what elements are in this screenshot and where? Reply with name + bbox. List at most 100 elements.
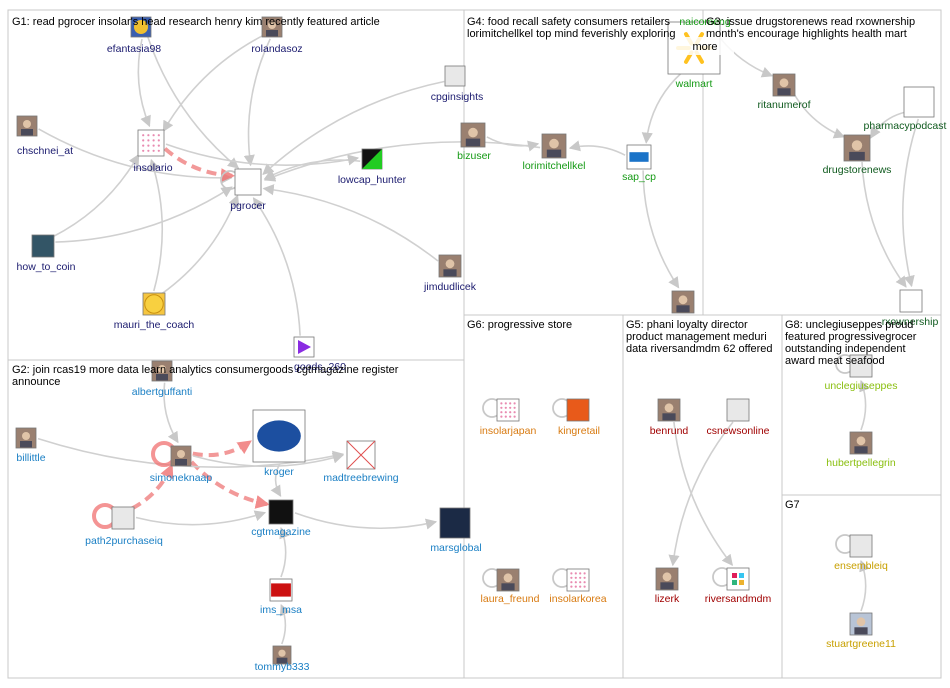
- node-billittle[interactable]: billittle: [15, 427, 46, 464]
- node-label-insolario: insolario: [133, 162, 172, 174]
- grid-logo-dot: [152, 134, 155, 137]
- node-how_to_coin[interactable]: how_to_coin: [17, 234, 76, 273]
- smiley-face-shape: [144, 294, 164, 314]
- node-ensembleiq[interactable]: ensembleiq: [834, 534, 888, 572]
- node-pharmacypodcast[interactable]: pharmacypodcast: [864, 86, 947, 132]
- node-chschnei_at[interactable]: chschnei_at: [16, 115, 73, 157]
- grid-logo-dot: [504, 415, 507, 418]
- edge-path2purchaseiq-to-simoneknaap: [130, 463, 174, 511]
- node-lizerk[interactable]: lizerk: [655, 567, 680, 605]
- portrait-head-shape: [662, 572, 672, 582]
- node-path2purchaseiq[interactable]: path2purchaseiq: [85, 506, 163, 547]
- grid-logo-dot: [574, 585, 577, 588]
- grid-logo-dot: [583, 576, 586, 579]
- avatar-podcast-logo-icon: [903, 86, 935, 118]
- node-hubertpellegrin[interactable]: hubertpellegrin: [826, 431, 896, 469]
- node-simoneknaap[interactable]: simoneknaap: [150, 445, 213, 484]
- portrait-head-shape: [549, 138, 559, 149]
- avatar-grid-logo-icon: [566, 568, 590, 592]
- edge-stuartgreene11-to-ensembleiq: [859, 559, 870, 612]
- node-rxownership[interactable]: rxownership: [882, 289, 939, 328]
- grid-logo-dot: [570, 572, 573, 575]
- edge-simoneknaap-to-madtreebrewing: [192, 452, 345, 468]
- grid-logo-dot: [509, 406, 512, 409]
- portrait-head-shape: [177, 450, 185, 458]
- node-stuartgreene11[interactable]: stuartgreene11: [826, 612, 896, 650]
- node-label-walmart: walmart: [675, 78, 713, 90]
- edge-pharmacypodcast-to-rxownership: [901, 118, 920, 288]
- portrait-body-shape: [276, 657, 288, 664]
- portrait-head-shape: [23, 120, 31, 128]
- group-box-g8: [781, 314, 942, 496]
- portrait-head-shape: [278, 649, 286, 657]
- portrait-head-shape: [268, 21, 276, 29]
- node-albertguffanti[interactable]: albertguffanti: [132, 360, 193, 398]
- node-rolandasoz[interactable]: rolandasoz: [251, 16, 303, 55]
- edge-ims_msa-to-cgtmagazine: [279, 526, 290, 578]
- grid-logo-dot: [579, 585, 582, 588]
- group-box-g5: [622, 314, 783, 679]
- more-overlay-label[interactable]: more: [692, 41, 717, 53]
- node-cpginsights[interactable]: cpginsights: [431, 65, 484, 103]
- node-tommyb333[interactable]: tommyb333: [255, 645, 310, 673]
- node-lorimitchellkel[interactable]: lorimitchellkel: [522, 133, 586, 172]
- node-madtreebrewing[interactable]: madtreebrewing: [323, 440, 399, 484]
- avatar-cgt-logo-icon: [268, 499, 294, 525]
- node-sap_cp[interactable]: sap_cp: [622, 144, 656, 183]
- edge-insolario-to-lowcap_hunter: [165, 143, 360, 166]
- node-benrund[interactable]: benrund: [650, 398, 689, 437]
- edge-walmart-to-sap_cp: [641, 72, 682, 144]
- node-g4bottom[interactable]: [671, 290, 695, 314]
- node-jimdudlicek[interactable]: jimdudlicek: [423, 254, 477, 293]
- node-cgtmagazine[interactable]: cgtmagazine: [251, 499, 311, 538]
- edge-ritanumerof-to-drugstorenews: [793, 93, 846, 139]
- node-bizuser[interactable]: bizuser: [457, 122, 491, 162]
- portrait-body-shape: [21, 129, 33, 136]
- node-efantasia98[interactable]: efantasia98: [107, 16, 161, 55]
- grid-logo-dot: [574, 576, 577, 579]
- node-label-pharmacypodcast: pharmacypodcast: [864, 120, 947, 132]
- edge-sap_cp-to-lorimitchellkel: [568, 140, 626, 156]
- node-label-marsglobal: marsglobal: [430, 542, 481, 554]
- node-kingretail[interactable]: kingretail: [558, 398, 600, 437]
- node-mauri_the_coach[interactable]: mauri_the_coach: [114, 292, 195, 331]
- node-pgrocer[interactable]: pgrocer: [230, 168, 266, 212]
- portrait-head-shape: [158, 365, 166, 373]
- node-insolarkorea[interactable]: insolarkorea: [549, 568, 607, 605]
- avatar-logo-icon: [849, 354, 873, 378]
- portrait-body-shape: [777, 88, 791, 96]
- group-title-g6: G6: progressive store: [467, 319, 572, 331]
- node-insolarjapan[interactable]: insolarjapan: [480, 398, 537, 437]
- grid-logo-dot: [157, 144, 160, 147]
- node-lowcap_hunter[interactable]: lowcap_hunter: [338, 148, 407, 186]
- node-laura_freund[interactable]: laura_freund: [481, 568, 540, 605]
- portrait-body-shape: [501, 583, 515, 591]
- node-riversandmdm[interactable]: riversandmdm: [705, 567, 772, 605]
- node-label-jimdudlicek: jimdudlicek: [423, 281, 477, 293]
- more-overlay[interactable]: more: [676, 37, 734, 55]
- node-csnewsonline[interactable]: csnewsonline: [706, 398, 770, 437]
- grid-logo-dot: [583, 585, 586, 588]
- avatar-mars-logo-icon: [439, 507, 471, 539]
- node-unclegiuseppes[interactable]: unclegiuseppes: [825, 354, 898, 392]
- edge-efantasia98-to-insolario: [137, 38, 151, 128]
- portrait-head-shape: [779, 78, 789, 88]
- node-label-lowcap_hunter: lowcap_hunter: [338, 174, 407, 186]
- node-marsglobal[interactable]: marsglobal: [430, 507, 482, 554]
- portrait-body-shape: [849, 151, 865, 161]
- node-label-path2purchaseiq: path2purchaseiq: [85, 535, 163, 547]
- node-naicomeng[interactable]: naicomeng: [679, 16, 731, 28]
- portrait-head-shape: [445, 259, 455, 269]
- node-ritanumerof[interactable]: ritanumerof: [757, 73, 811, 111]
- grid-logo-dot: [157, 149, 160, 152]
- node-drugstorenews[interactable]: drugstorenews: [823, 134, 892, 176]
- node-insolario[interactable]: insolario: [133, 129, 173, 174]
- grid-logo-dot: [574, 572, 577, 575]
- node-kroger[interactable]: kroger: [252, 409, 306, 478]
- node-ims_msa[interactable]: ims_msa: [260, 578, 302, 616]
- grid-logo-dot: [147, 144, 150, 147]
- portrait-head-shape: [678, 295, 688, 305]
- node-gsl260[interactable]: goods_260: [293, 336, 346, 373]
